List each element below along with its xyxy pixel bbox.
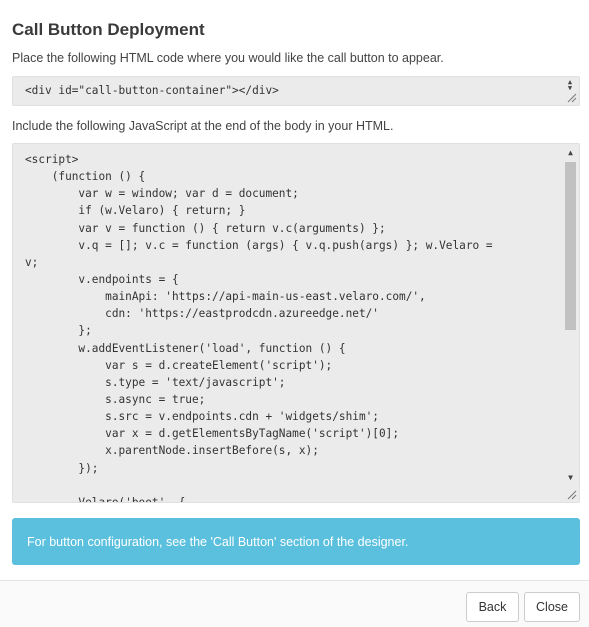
code-line: var s = d.createElement('script');	[25, 358, 333, 372]
code-line: Velaro('boot', {	[25, 495, 186, 503]
code-line: v.endpoints = {	[25, 272, 179, 286]
close-button[interactable]: Close	[524, 592, 580, 622]
code-line: v;	[25, 255, 39, 269]
scroll-up-icon[interactable]: ▲	[568, 148, 573, 157]
code-line: s.async = true;	[25, 392, 206, 406]
dialog-title: Call Button Deployment	[12, 20, 205, 39]
code-line: x.parentNode.insertBefore(s, x);	[25, 444, 319, 458]
code-line: cdn: 'https://eastprodcdn.azureedge.net/…	[25, 307, 379, 321]
code-line: var v = function () { return v.c(argumen…	[25, 221, 386, 235]
back-button[interactable]: Back	[466, 592, 519, 622]
code-line: };	[25, 324, 92, 338]
info-alert: For button configuration, see the 'Call …	[12, 518, 580, 565]
scrollbar-thumb[interactable]	[565, 162, 576, 330]
js-instruction-label: Include the following JavaScript at the …	[12, 119, 394, 133]
code-line: if (w.Velaro) { return; }	[25, 204, 246, 218]
code-line	[25, 477, 561, 494]
resize-grip-icon[interactable]	[565, 91, 577, 103]
js-code-text: <script> (function () { var w = window; …	[25, 151, 561, 503]
resize-grip-icon[interactable]	[565, 488, 577, 500]
code-line: w.addEventListener('load', function () {	[25, 341, 346, 355]
code-line: var w = window; var d = document;	[25, 187, 299, 201]
html-instruction-label: Place the following HTML code where you …	[12, 51, 444, 65]
code-line: var x = d.getElementsByTagName('script')…	[25, 427, 400, 441]
code-line: mainApi: 'https://api-main-us-east.velar…	[25, 290, 426, 304]
js-code-scrollbar[interactable]: ▲ ▼	[564, 147, 577, 484]
js-code-textarea[interactable]: <script> (function () { var w = window; …	[12, 143, 580, 503]
code-line: s.type = 'text/javascript';	[25, 375, 286, 389]
scroll-down-icon[interactable]: ▼	[568, 473, 573, 482]
html-code-textarea[interactable]: <div id="call-button-container"></div> ▲…	[12, 76, 580, 106]
code-line: <script>	[25, 153, 79, 166]
code-line: s.src = v.endpoints.cdn + 'widgets/shim'…	[25, 410, 379, 424]
code-line: });	[25, 461, 99, 475]
html-code-text: <div id="call-button-container"></div>	[25, 84, 279, 97]
scroll-arrows-icon[interactable]: ▲▼	[567, 78, 573, 92]
dialog-footer: Back Close	[0, 580, 589, 627]
code-line: (function () {	[25, 170, 146, 184]
code-line: v.q = []; v.c = function (args) { v.q.pu…	[25, 238, 493, 252]
